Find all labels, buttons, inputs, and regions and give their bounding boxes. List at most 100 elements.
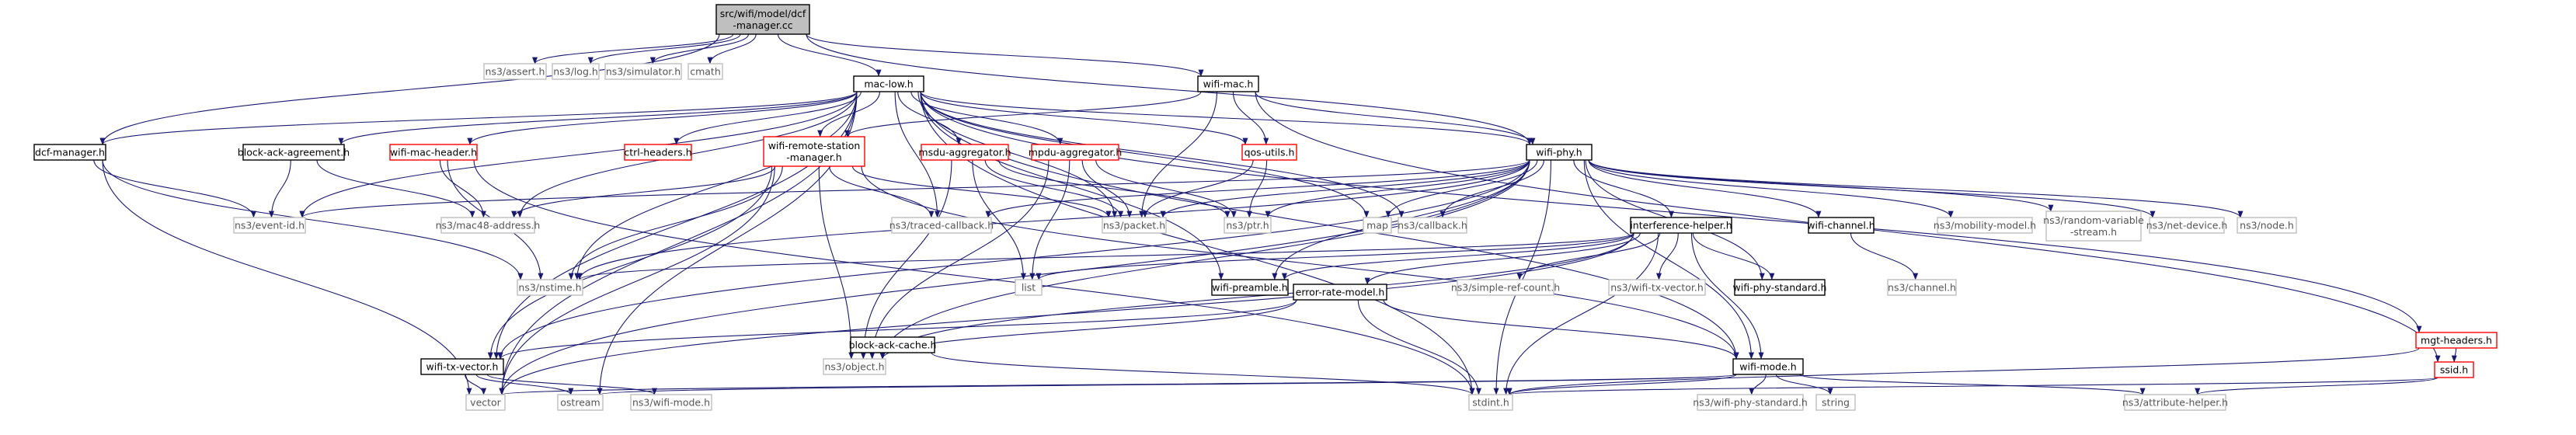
edge-maclow-to-mpdu <box>910 91 1063 145</box>
node-mgthdr[interactable]: mgt-headers.h <box>2415 332 2498 349</box>
edge-interf-to-nstime <box>576 232 1634 280</box>
node-mac48[interactable]: ns3/mac48-address.h <box>436 217 541 234</box>
node-wifimode[interactable]: wifi-mode.h <box>1732 358 1804 375</box>
edge-wifimode-to-string <box>1775 374 1833 395</box>
node-label: ns3/wifi-mode.h <box>632 397 710 409</box>
node-string[interactable]: string <box>1815 394 1856 411</box>
node-qos[interactable]: qos-utils.h <box>1241 144 1297 161</box>
node-tracedcb[interactable]: ns3/traced-callback.h <box>889 217 994 234</box>
edge-wrsm-to-wifitxvec <box>487 165 773 360</box>
node-label: wifi-mac-header.h <box>390 147 477 158</box>
node-box <box>1630 217 1732 234</box>
node-simpleref[interactable]: ns3/simple-ref-count.h <box>1451 279 1560 296</box>
node-object[interactable]: ns3/object.h <box>823 358 886 375</box>
node-ptr[interactable]: ns3/ptr.h <box>1224 217 1272 234</box>
node-box <box>1241 144 1297 161</box>
node-wifitxvec[interactable]: wifi-tx-vector.h <box>420 358 504 375</box>
node-dcfmgr[interactable]: dcf-manager.h <box>33 144 106 161</box>
node-bacache[interactable]: block-ack-cache.h <box>849 336 937 353</box>
edge-wrsm-to-tracedcb <box>829 165 935 218</box>
node-label: ns3/wifi-tx-vector.h <box>1610 282 1704 294</box>
node-box <box>1732 358 1804 375</box>
node-label: stdint.h <box>1472 397 1509 409</box>
node-wifitxvec_ns3[interactable]: ns3/wifi-tx-vector.h <box>1608 279 1706 296</box>
node-wifimode_ns3[interactable]: ns3/wifi-mode.h <box>630 394 712 411</box>
node-box <box>850 336 935 353</box>
node-label: cmath <box>690 66 721 78</box>
node-box <box>891 217 992 234</box>
node-cmath[interactable]: cmath <box>688 63 723 80</box>
node-wifiphystd[interactable]: wifi-phy-standard.h <box>1733 279 1827 296</box>
node-msdu[interactable]: msdu-aggregator.h <box>918 144 1011 161</box>
node-node[interactable]: ns3/node.h <box>2237 217 2297 234</box>
node-root[interactable]: src/wifi/model/dcf-manager.cc <box>715 4 810 35</box>
node-ssid[interactable]: ssid.h <box>2434 361 2474 378</box>
node-mpdu[interactable]: mpdu-aggregator.h <box>1029 144 1123 161</box>
node-assert[interactable]: ns3/assert.h <box>483 63 547 80</box>
edge-msdu-to-object <box>860 159 952 360</box>
node-box <box>688 63 723 80</box>
node-wifiphystd_ns3[interactable]: ns3/wifi-phy-standard.h <box>1693 394 1808 411</box>
edge-maclow-to-packet <box>917 91 1118 218</box>
node-randvar[interactable]: ns3/random-variable-stream.h <box>2043 211 2144 242</box>
node-label: wifi-remote-station <box>768 140 861 151</box>
edge-root-to-assert <box>532 33 734 64</box>
node-mobility[interactable]: ns3/mobility-model.h <box>1934 217 2036 234</box>
node-ctrlhdr[interactable]: ctrl-headers.h <box>624 144 692 161</box>
node-nstime[interactable]: ns3/nstime.h <box>517 279 583 296</box>
node-maclow[interactable]: mac-low.h <box>853 75 924 92</box>
edge-maclow-to-stdint <box>920 91 1475 395</box>
edge-maclow-to-blockack <box>338 91 858 145</box>
edge-interf-to-stdint <box>1503 232 1659 395</box>
node-wifimac[interactable]: wifi-mac.h <box>1197 75 1259 92</box>
edge-errrate-to-wifimode <box>1383 299 1739 360</box>
node-eventid[interactable]: ns3/event-id.h <box>233 217 306 234</box>
node-box <box>1197 75 1259 92</box>
edge-wrsm-to-mac48 <box>511 165 776 218</box>
node-list[interactable]: list <box>1015 279 1043 296</box>
node-ostream[interactable]: ostream <box>557 394 604 411</box>
node-errrate[interactable]: error-rate-model.h <box>1293 284 1387 301</box>
node-simulator[interactable]: ns3/simulator.h <box>604 63 682 80</box>
node-label: ns3/attribute-helper.h <box>2122 397 2228 409</box>
edge-wrsm-to-vector <box>499 165 775 395</box>
node-stdint[interactable]: stdint.h <box>1468 394 1513 411</box>
node-netdev[interactable]: ns3/net-device.h <box>2146 217 2228 234</box>
node-blockack[interactable]: block-ack-agreement.h <box>238 144 350 161</box>
node-wifiphy[interactable]: wifi-phy.h <box>1526 144 1593 161</box>
node-vector[interactable]: vector <box>465 394 506 411</box>
edge-blockack-to-eventid <box>268 159 291 218</box>
edge-interf-to-errrate <box>1364 232 1641 285</box>
node-box <box>1398 217 1467 234</box>
node-box <box>2149 217 2225 234</box>
node-log[interactable]: ns3/log.h <box>552 63 600 80</box>
edge-bacache-to-stdint <box>931 352 1475 395</box>
node-packet[interactable]: ns3/packet.h <box>1102 217 1167 234</box>
edge-maclow-to-nstime <box>574 91 858 280</box>
edge-wifiphy-to-mobility <box>1588 159 1954 218</box>
node-label: map <box>1366 220 1388 231</box>
edge-maclow-to-preamble <box>920 91 1224 280</box>
node-label: -stream.h <box>2070 226 2117 238</box>
edge-wifimachdr-to-stdint <box>473 159 1475 395</box>
node-label: wifi-preamble.h <box>1212 282 1287 294</box>
edge-msdu-to-list <box>972 159 1026 280</box>
edge-wifiphy-to-map <box>1385 159 1538 218</box>
edge-wifitxvec-to-vector <box>465 374 487 395</box>
node-wrsm[interactable]: wifi-remote-station-manager.h <box>763 136 865 167</box>
node-channel[interactable]: ns3/channel.h <box>1887 279 1957 296</box>
node-preamble[interactable]: wifi-preamble.h <box>1211 279 1289 296</box>
node-callback[interactable]: ns3/callback.h <box>1398 217 1467 234</box>
edge-interf-to-vector <box>499 232 1634 395</box>
node-box <box>2124 394 2226 411</box>
node-wifichan[interactable]: wifi-channel.h <box>1807 217 1875 234</box>
edge-maclow-to-wifitxvec <box>493 91 858 360</box>
node-attrhelper[interactable]: ns3/attribute-helper.h <box>2122 394 2228 411</box>
node-label: ns3/log.h <box>553 66 598 78</box>
node-map[interactable]: map <box>1363 217 1392 234</box>
node-interf[interactable]: interference-helper.h <box>1630 217 1732 234</box>
node-label: string <box>1822 397 1850 409</box>
node-wifimachdr[interactable]: wifi-mac-header.h <box>389 144 478 161</box>
edge-maclow-to-dcfmgr <box>99 91 858 145</box>
